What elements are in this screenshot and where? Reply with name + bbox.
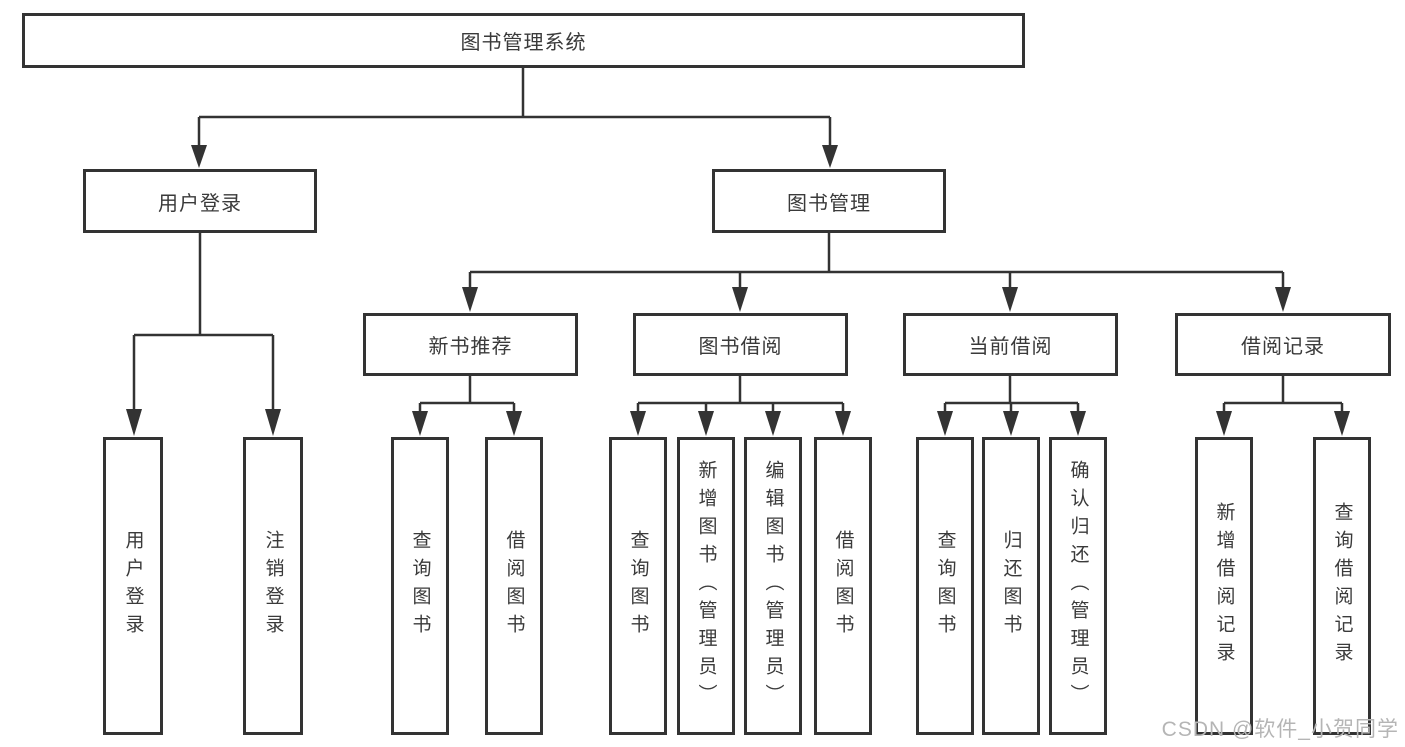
leaf-query-books-recommend: 查询图书 (391, 437, 449, 735)
node-current-borrow: 当前借阅 (903, 313, 1118, 376)
leaf-borrow-books: 借阅图书 (814, 437, 872, 735)
connector-book-management-to-level3 (468, 233, 1285, 289)
leaf-confirm-return-admin: 确认归还（管理员） (1049, 437, 1107, 735)
node-library-management-system: 图书管理系统 (22, 13, 1025, 68)
leaf-return-books: 归还图书 (982, 437, 1040, 735)
leaf-borrow-books-recommend: 借阅图书 (485, 437, 543, 735)
leaf-query-borrow-record: 查询借阅记录 (1313, 437, 1371, 735)
leaf-edit-book-admin: 编辑图书（管理员） (744, 437, 802, 735)
connector-root-to-level2 (197, 68, 832, 147)
node-book-management: 图书管理 (712, 169, 946, 233)
connector-user-login-to-leaves (132, 233, 275, 411)
leaf-add-book-admin: 新增图书（管理员） (677, 437, 735, 735)
node-user-login: 用户登录 (83, 169, 317, 233)
node-new-book-recommend: 新书推荐 (363, 313, 578, 376)
arrowheads-level2 (191, 145, 838, 168)
leaf-query-books-current: 查询图书 (916, 437, 974, 735)
connector-borrow-records-leaves (1222, 376, 1344, 413)
arrowheads-user-login-leaves (126, 409, 281, 436)
leaf-query-books-borrow: 查询图书 (609, 437, 667, 735)
csdn-watermark: CSDN @软件_小贺同学 (1161, 718, 1399, 741)
leaf-logout: 注销登录 (243, 437, 303, 735)
connector-book-borrow-leaves (636, 376, 845, 413)
node-borrow-records: 借阅记录 (1175, 313, 1391, 376)
connector-current-borrow-leaves (943, 376, 1080, 413)
arrowheads-leaves (412, 411, 1350, 436)
node-book-borrow: 图书借阅 (633, 313, 848, 376)
leaf-add-borrow-record: 新增借阅记录 (1195, 437, 1253, 735)
connector-new-book-recommend-leaves (418, 376, 516, 413)
arrowheads-level3 (462, 287, 1291, 312)
leaf-user-login: 用户登录 (103, 437, 163, 735)
